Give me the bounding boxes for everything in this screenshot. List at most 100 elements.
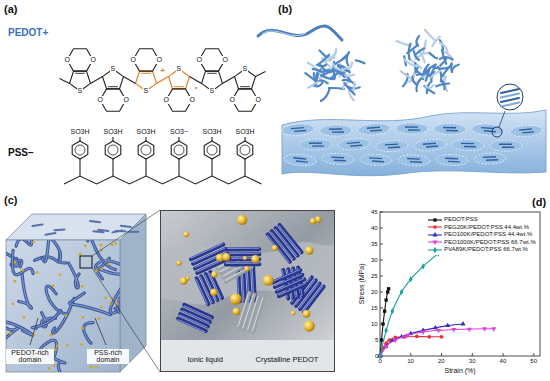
y-tick [380,260,383,261]
ion-dot [13,280,16,283]
group-label: SO3H [103,128,124,136]
pedot-strand [95,258,120,270]
data-marker [391,308,395,314]
stacked-chain [367,127,380,128]
data-marker [384,298,387,301]
pedot-strand [128,231,138,233]
chain-segment [432,37,439,46]
ion-dot [100,267,103,270]
data-marker [400,289,404,295]
polymer-name: PSS− [8,147,34,158]
y-tick [380,244,383,245]
ion-dot [49,334,52,337]
group-label: SO3H [70,128,91,136]
panel-letter: (b) [278,3,292,15]
atom-label: S [209,87,216,95]
pedot-strand-highlight [19,274,32,308]
stacked-chain [372,160,384,162]
ring-bond [178,137,179,141]
axis-title: Strain (%) [445,367,476,375]
chain-segment [356,60,365,63]
chain-segment [317,65,326,67]
tick-label: 10 [407,358,414,365]
domain-outline [510,124,543,138]
pedot-strand [98,230,108,231]
pedot-rod-highlight [226,253,260,254]
chain-segment [329,87,344,90]
chain-segment [452,65,459,72]
atom-label: O [130,56,137,64]
legend-marker [433,247,437,253]
atom-label: S [110,65,117,73]
double-bond [108,86,118,87]
data-marker [384,345,389,349]
tick-label: 20 [371,289,378,296]
ionic-liquid-sphere [272,245,278,251]
domain-outline [322,153,354,166]
tick-label: 30 [371,257,378,264]
legend-entry: PEO100K/PEDOT:PSS 44.4wt.% [428,231,536,239]
stacked-chain [461,143,474,145]
domain-lens [322,153,354,166]
x-tick [472,353,473,356]
chain-segment [436,84,449,87]
stacked-chain [291,128,304,129]
legend-entry: PEO1000K/PEDOT:PSS 66.7wt.% [428,239,536,247]
pedot-strand [42,240,51,262]
chain-bond [222,77,234,84]
stacked-chain [385,143,398,145]
tick-label: 15 [371,305,378,312]
stacked-chain [408,129,420,131]
data-curve [380,336,442,356]
ion-dot [98,317,101,320]
ion-dot [21,269,24,272]
ion-dot [23,316,26,319]
inset-box: Ionic liquidCrystalline PEDOT [160,210,335,372]
group-label: SO3H [202,128,223,136]
aromatic-circle [141,145,151,155]
pedot-strand [121,226,131,227]
chain-segment [321,89,329,101]
cube-strands [6,240,120,372]
zoom-circle [497,84,523,110]
chain-segment [442,50,446,64]
pedot-strand-highlight [46,286,66,314]
stacked-chain [370,129,382,131]
ionic-liquid-sphere [303,310,311,318]
ionic-liquid-sphere [251,255,259,263]
pedot-strand [90,221,100,222]
chain-segment [344,83,354,94]
data-marker [380,338,383,341]
domain-outline [300,139,332,151]
ion-dot [79,253,82,256]
tick-label: 50 [530,358,537,365]
pedot-strand-highlight [69,263,79,288]
ionic-liquid-sphere [211,271,217,277]
tick-label: 25 [371,273,378,280]
atom-label: O [64,56,71,64]
pedot-strand [6,322,33,335]
domain-outline [398,154,431,167]
domain-outline [474,152,506,164]
polymer-name: PEDOT+ [8,27,48,38]
stacked-chain [331,156,344,158]
zoom-line [499,111,505,127]
chain-segment [347,52,349,65]
stacked-chain [481,127,494,129]
stacked-chain [522,131,534,133]
data-marker [409,276,413,282]
ion-dot [53,364,56,367]
legend-entry: PVA89K/PEDOT:PSS 66.7wt.% [428,246,536,254]
ionic-liquid-sphere [303,320,314,331]
tick-label: 0 [379,358,382,365]
pedot-strand [13,258,21,266]
domain-outline [396,123,428,134]
y-tick [380,228,383,229]
stacked-chain [334,160,346,162]
benzene-ring [171,141,187,159]
stacked-chain [329,128,342,130]
aromatic-circle [75,145,85,155]
aromatic-circle [240,145,250,155]
pss-structure [64,137,262,184]
chain-sketch [262,31,306,36]
